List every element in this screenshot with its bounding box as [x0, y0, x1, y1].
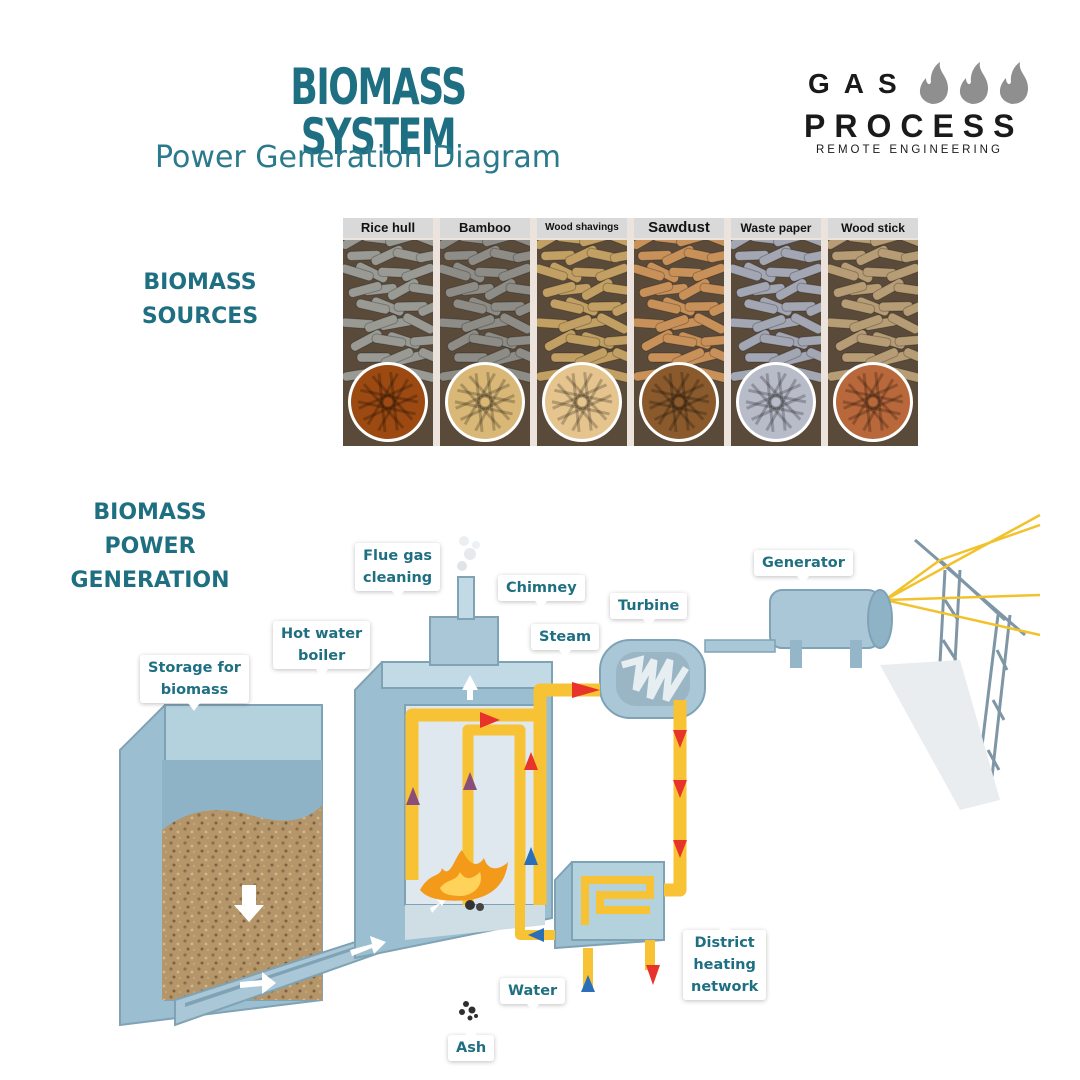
logo: GAS PROCESS REMOTE ENGINEERING: [800, 60, 1040, 160]
sources-heading-line-2: SOURCES: [141, 304, 259, 329]
callout-steam: Steam: [531, 624, 600, 658]
tower-shadow: [880, 660, 1000, 810]
sources-heading-line-1: BIOMASS: [143, 270, 257, 295]
biomass-source-sawdust: Sawdust: [634, 218, 724, 446]
heat-exchanger: [554, 861, 665, 950]
generator: [769, 589, 893, 668]
pellet-image: [537, 240, 627, 446]
biomass-sources-strip: Rice hull Bamboo Wood shavings Sawdust Waste…: [343, 218, 918, 446]
callout-district-heating: District heating network: [683, 922, 767, 1000]
biomass-source-label: Wood shavings: [537, 218, 627, 238]
pellet-image: [440, 240, 530, 446]
biomass-source-label: Wood stick: [828, 218, 918, 238]
biomass-source-wood-shavings: Wood shavings: [537, 218, 627, 446]
logo-tagline: REMOTE ENGINEERING: [816, 144, 1003, 156]
flame-icon: [919, 62, 1028, 104]
callout-boiler: Hot water boiler: [273, 621, 371, 677]
pellet-image: [828, 240, 918, 446]
biomass-source-waste-paper: Waste paper: [731, 218, 821, 446]
biomass-source-bamboo: Bamboo: [440, 218, 530, 446]
callout-ash: Ash: [448, 1027, 495, 1061]
callout-chimney: Chimney: [498, 575, 585, 609]
biomass-source-label: Bamboo: [440, 218, 530, 238]
biomass-source-rice-hull: Rice hull: [343, 218, 433, 446]
callout-storage: Storage for biomass: [140, 655, 249, 711]
flue-gas-unit: [429, 536, 499, 666]
ash-pile: [459, 1001, 478, 1021]
flow-arrows: [234, 675, 687, 994]
generation-heading-line-1: BIOMASS: [93, 500, 207, 525]
biomass-source-label: Waste paper: [731, 218, 821, 238]
furnace-fire: [420, 850, 508, 911]
generation-heading-line-3: GENERATION: [70, 568, 230, 593]
turbine-shaft: [704, 639, 776, 653]
callout-water: Water: [500, 978, 566, 1012]
biomass-source-wood-stick: Wood stick: [828, 218, 918, 446]
biomass-source-label: Sawdust: [634, 218, 724, 238]
callout-generator: Generator: [754, 550, 853, 584]
sources-heading: BIOMASS SOURCES: [110, 266, 290, 334]
biomass-source-label: Rice hull: [343, 218, 433, 238]
generation-heading: BIOMASS POWER GENERATION: [50, 496, 250, 598]
page-title: BIOMASS SYSTEM: [290, 58, 467, 166]
logo-word-process: PROCESS: [804, 108, 1024, 144]
page-subtitle: Power Generation Diagram: [155, 140, 561, 175]
pellet-image: [731, 240, 821, 446]
turbine: [599, 639, 706, 719]
pellet-image: [634, 240, 724, 446]
power-lines: [884, 513, 1041, 637]
generation-heading-line-2: POWER: [104, 534, 196, 559]
callout-flue-gas: Flue gas cleaning: [355, 543, 441, 599]
callout-turbine: Turbine: [610, 593, 688, 627]
logo-word-gas: GAS: [808, 68, 911, 99]
pellet-image: [343, 240, 433, 446]
storage-silo: [119, 704, 323, 1027]
